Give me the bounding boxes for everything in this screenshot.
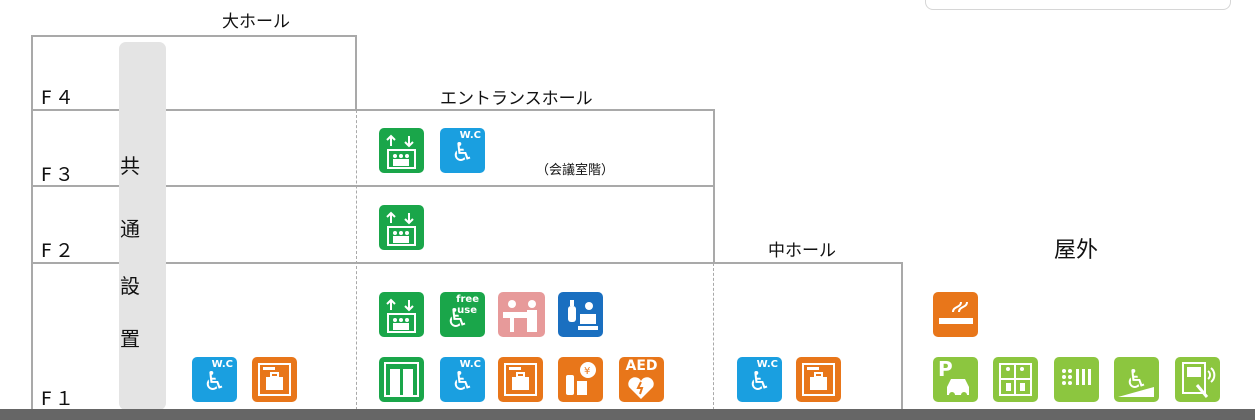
entrance-door-icon <box>379 357 424 402</box>
wc-text: W.C <box>459 130 481 141</box>
common-facility-bar <box>119 42 166 410</box>
search-box[interactable] <box>925 0 1231 10</box>
left-border <box>31 35 33 410</box>
aed-text: AED <box>625 358 658 374</box>
smoking-area-icon <box>933 292 978 337</box>
divider-entrance-medium <box>713 263 714 410</box>
wc-text: W.C <box>459 359 481 370</box>
wc-text: W.C <box>756 359 778 370</box>
common-char-2: 通 <box>120 217 140 241</box>
elevator-icon <box>379 128 424 173</box>
floor-line-f3-top <box>31 109 714 111</box>
floor-label-f3: F３ <box>41 164 77 186</box>
svg-text:¥: ¥ <box>584 366 590 377</box>
divider-large-entrance <box>356 110 357 410</box>
elevator-icon <box>379 205 424 250</box>
floor-line-f1-top <box>31 262 903 264</box>
medium-hall-label: 中ホール <box>768 241 836 261</box>
nursery-room-icon <box>558 292 603 337</box>
large-hall-label: 大ホール <box>222 12 290 32</box>
common-char-1: 共 <box>120 154 140 178</box>
accessible-toilet-icon: W.C ♿ <box>737 357 782 402</box>
floor-label-f1: F１ <box>41 388 77 410</box>
medium-hall-right-border <box>901 262 903 410</box>
intercom-icon <box>1175 357 1220 402</box>
outdoor-label: 屋外 <box>1054 238 1099 263</box>
elevator-icon <box>379 292 424 337</box>
reception-icon <box>498 292 545 337</box>
vending-machine-icon: ¥ <box>558 357 603 402</box>
accessible-toilet-icon: W.C ♿ <box>440 128 485 173</box>
common-char-4: 置 <box>120 327 140 351</box>
meeting-room-floor-note: （会議室階） <box>536 163 615 178</box>
large-hall-right-border <box>355 35 357 110</box>
locker-icon <box>498 357 543 402</box>
entrance-right-border <box>713 109 715 264</box>
wc-text: W.C <box>211 359 233 370</box>
parking-icon: P <box>933 357 978 402</box>
floor-line-f2-top <box>31 185 714 187</box>
ground-line <box>0 409 1255 420</box>
common-char-3: 設 <box>120 274 140 298</box>
floor-label-f2: F２ <box>41 240 77 262</box>
wheelchair-free-use-icon: free use ♿ <box>440 292 485 337</box>
slope-icon: ♿ <box>1114 357 1159 402</box>
locker-icon <box>796 357 841 402</box>
floor-label-f4: F４ <box>41 87 77 109</box>
aed-icon: AED <box>619 357 664 402</box>
restroom-icon <box>993 357 1038 402</box>
entrance-hall-label: エントランスホール <box>440 89 593 109</box>
free-text: free <box>456 294 479 305</box>
parking-text: P <box>938 357 953 381</box>
accessible-toilet-icon: W.C ♿ <box>192 357 237 402</box>
floor-line-f4-top <box>31 35 356 37</box>
accessible-toilet-icon: W.C ♿ <box>440 357 485 402</box>
use-text: use <box>457 305 477 316</box>
tactile-paving-icon <box>1054 357 1099 402</box>
locker-icon <box>252 357 297 402</box>
